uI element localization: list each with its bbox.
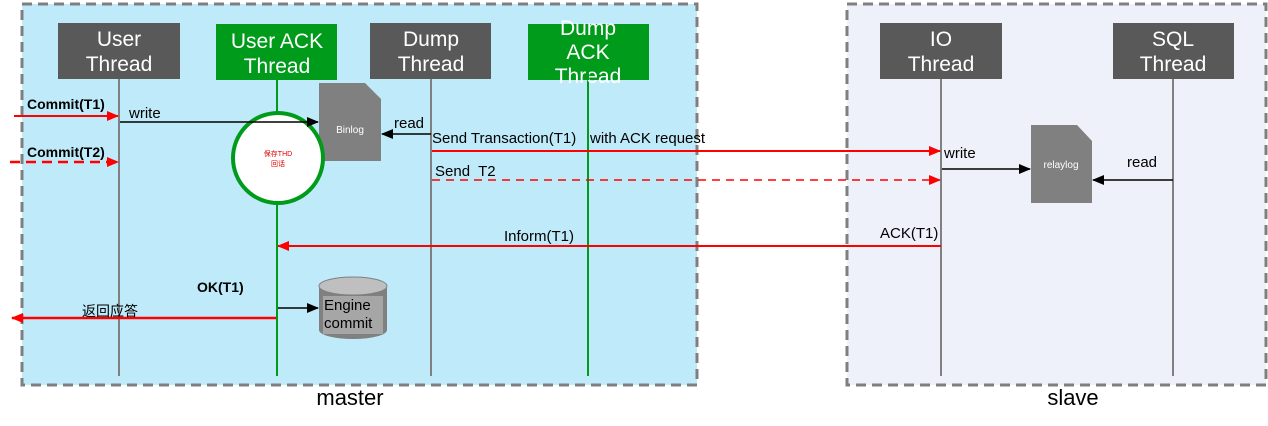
ack-t1-label: ACK(T1) (880, 225, 938, 242)
send-t2-label: Send T2 (435, 163, 496, 180)
user-ack-thread-box: User ACK Thread (216, 24, 337, 80)
io-thread-box: IO Thread (880, 23, 1002, 79)
read-binlog-label: read (394, 115, 424, 132)
slave-label: slave (1047, 385, 1098, 410)
svg-text:commit: commit (324, 315, 373, 332)
svg-text:Engine: Engine (324, 297, 371, 314)
svg-text:保存THD: 保存THD (264, 149, 292, 158)
relaylog-file-icon: relaylog (1031, 125, 1092, 203)
svg-text:User: User (97, 28, 141, 51)
svg-text:Dump: Dump (403, 28, 459, 51)
relaylog-label: relaylog (1043, 160, 1078, 171)
svg-text:IO: IO (930, 28, 952, 51)
ok-t1-label: OK(T1) (197, 279, 244, 295)
svg-text:User ACK: User ACK (231, 30, 323, 53)
inform-t1-label: Inform(T1) (504, 228, 574, 245)
svg-text:Thread: Thread (908, 53, 975, 76)
dump-thread-box: Dump Thread (370, 23, 491, 79)
write-binlog-label: write (128, 105, 161, 122)
binlog-label: Binlog (336, 125, 364, 136)
commit-t1-label: Commit(T1) (27, 96, 105, 112)
binlog-file-icon: Binlog (319, 83, 381, 161)
with-ack-request-label: with ACK request (589, 130, 706, 147)
commit-t2-label: Commit(T2) (27, 144, 105, 160)
svg-text:Thread: Thread (398, 53, 465, 76)
sql-thread-box: SQL Thread (1113, 23, 1234, 79)
svg-text:SQL: SQL (1152, 28, 1194, 51)
svg-text:Dump: Dump (560, 17, 616, 40)
svg-text:Thread: Thread (244, 55, 311, 78)
user-thread-box: User Thread (58, 23, 180, 79)
read-relaylog-label: read (1127, 154, 1157, 171)
master-label: master (316, 385, 383, 410)
send-transaction-label: Send Transaction(T1) (432, 130, 576, 147)
engine-commit-cylinder: Engine commit (318, 276, 388, 339)
reply-label: 返回应答 (82, 303, 138, 319)
session-circle: 保存THD 回话 (231, 111, 325, 205)
svg-text:Thread: Thread (1140, 53, 1207, 76)
svg-text:Thread: Thread (86, 53, 153, 76)
svg-text:回话: 回话 (271, 159, 285, 168)
svg-text:ACK: ACK (566, 41, 609, 64)
write-relaylog-label: write (943, 145, 976, 162)
